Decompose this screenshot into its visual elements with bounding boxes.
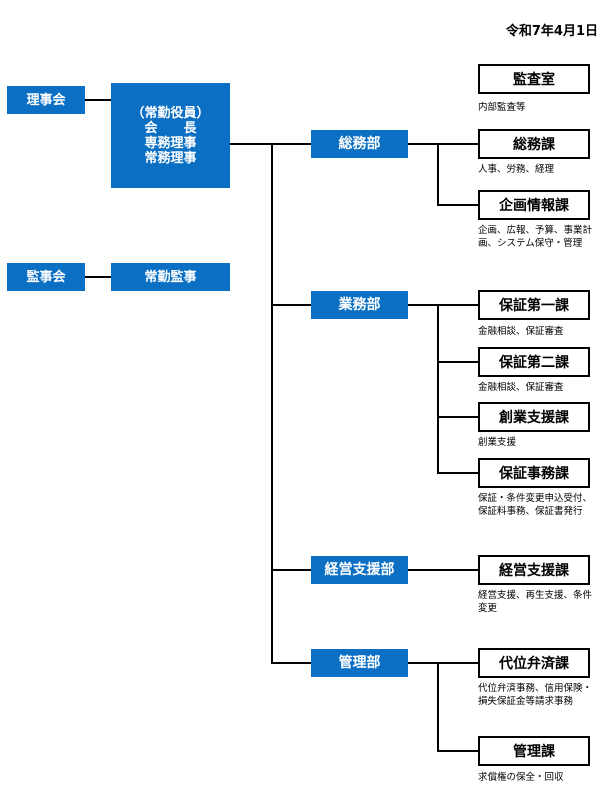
connector-gyomu-sections	[408, 304, 478, 306]
executives-heading: （常勤役員）	[131, 105, 210, 121]
connector-sogyo	[437, 416, 478, 418]
executive-managing-director: 常務理事	[144, 150, 197, 166]
section-hosho-daini-ka-desc: 金融相談、保証審査	[478, 382, 564, 393]
executives-box: （常勤役員） 会 長 専務理事 常務理事	[111, 83, 230, 188]
dept-keiei-shien: 経営支援部	[311, 556, 408, 584]
connector-soumu-sections	[408, 143, 478, 145]
section-sogyo-shien-ka-desc: 創業支援	[478, 437, 517, 448]
section-kanri-ka: 管理課	[478, 736, 590, 766]
connector-keiei-section	[408, 569, 478, 571]
section-kanri-ka-desc: 求償権の保全・回収	[478, 772, 564, 783]
section-daii-bensai-ka: 代位弁済課	[478, 648, 590, 678]
full-time-auditor-box: 常勤監事	[111, 263, 230, 291]
section-daii-bensai-ka-desc: 代位弁済事務、信用保険・損失保証金等請求事務	[478, 683, 593, 707]
branch-soumu	[437, 143, 439, 206]
date-label: 令和7年4月1日	[505, 24, 598, 39]
connector-trunk-gyomu	[271, 304, 311, 306]
connector-exec-trunk	[230, 143, 272, 145]
section-keiei-shien-ka-desc: 経営支援、再生支援、条件変更	[478, 590, 593, 614]
section-hosho-daiichi-ka-desc: 金融相談、保証審査	[478, 326, 564, 337]
connector-audit-auditor	[85, 276, 111, 278]
branch-kanri	[437, 662, 439, 752]
trunk-line	[271, 143, 273, 664]
section-somu-ka: 総務課	[478, 129, 590, 159]
branch-gyomu	[437, 304, 439, 474]
connector-hosho2	[437, 361, 478, 363]
section-kikaku-joho-ka: 企画情報課	[478, 190, 590, 220]
connector-hoshojimu	[437, 472, 478, 474]
audit-board-box: 監事会	[7, 263, 85, 291]
connector-trunk-kanri	[271, 662, 311, 664]
dept-gyomu: 業務部	[311, 291, 408, 319]
section-kikaku-joho-ka-desc: 企画、広報、予算、事業計画、システム保守・管理	[478, 225, 593, 249]
board-box: 理事会	[7, 86, 85, 114]
section-hosho-jimu-ka-desc: 保証・条件変更申込受付、保証料事務、保証書発行	[478, 493, 593, 517]
connector-trunk-keiei	[271, 569, 311, 571]
section-hosho-jimu-ka: 保証事務課	[478, 458, 590, 488]
section-somu-ka-desc: 人事、労務、経理	[478, 164, 555, 175]
dept-soumu: 総務部	[311, 130, 408, 158]
section-audit-office-desc: 内部監査等	[478, 102, 526, 113]
connector-kikaku	[437, 204, 478, 206]
section-keiei-shien-ka: 経営支援課	[478, 555, 590, 585]
connector-kanrika	[437, 750, 478, 752]
section-hosho-daini-ka: 保証第二課	[478, 347, 590, 377]
section-hosho-daiichi-ka: 保証第一課	[478, 290, 590, 320]
connector-board-exec	[85, 99, 111, 101]
section-sogyo-shien-ka: 創業支援課	[478, 402, 590, 432]
executive-senior-director: 専務理事	[144, 135, 197, 151]
connector-kanri-sections	[408, 662, 478, 664]
connector-trunk-soumu	[271, 143, 311, 145]
dept-kanri: 管理部	[311, 649, 408, 677]
executive-chairman: 会 長	[144, 120, 197, 136]
section-audit-office: 監査室	[478, 64, 590, 94]
